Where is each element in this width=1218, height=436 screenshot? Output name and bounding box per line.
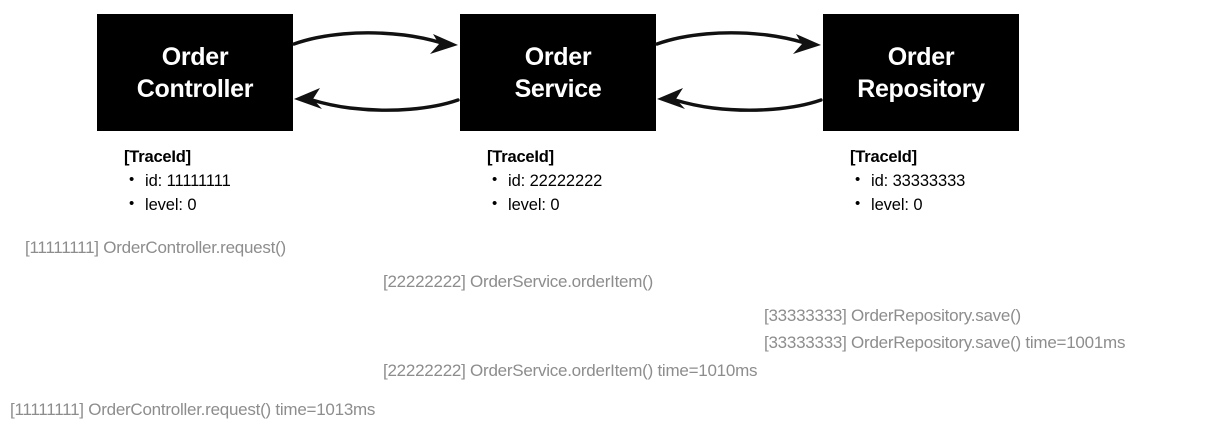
log-line: [33333333] OrderRepository.save() time=1… [764,333,1126,352]
node-order-repository: Order Repository [823,14,1019,131]
trace-title-label: [TraceId] [850,148,917,166]
trace-field-level: level: 0 [850,193,965,217]
arrow-service-to-repository [655,31,807,46]
node-title-line1: Order [887,42,955,71]
node-title-line2: Service [514,74,602,103]
arrow-repository-to-service [673,98,823,112]
node-order-controller: Order Controller [97,14,293,131]
trace-field-level: level: 0 [124,193,231,217]
arrow-pair-service-repository [655,31,823,112]
trace-field-id: id: 33333333 [850,169,965,193]
arrow-controller-to-service [292,31,444,46]
trace-title-label: [TraceId] [124,148,191,166]
arrowhead-right-upper [430,34,458,54]
arrow-service-to-controller [310,98,460,112]
trace-field-list: id: 11111111 level: 0 [124,169,231,217]
trace-field-level: level: 0 [487,193,602,217]
trace-title-label: [TraceId] [487,148,554,166]
node-title-line2: Repository [857,74,985,103]
node-order-service: Order Service [460,14,656,131]
trace-info-order-repository: [TraceId] id: 33333333 level: 0 [850,146,965,217]
trace-info-order-controller: [TraceId] id: 11111111 level: 0 [124,146,231,217]
arrowhead-right-upper [793,34,821,54]
node-title-line2: Controller [136,74,254,103]
arrow-pair-controller-service [292,31,460,112]
log-line: [22222222] OrderService.orderItem() time… [383,361,758,380]
arrowhead-left-lower [294,88,322,109]
node-title-line1: Order [161,42,229,71]
log-line: [22222222] OrderService.orderItem() [383,272,653,291]
log-line: [33333333] OrderRepository.save() [764,306,1021,325]
trace-info-order-service: [TraceId] id: 22222222 level: 0 [487,146,602,217]
node-title-line1: Order [524,42,592,71]
trace-field-list: id: 22222222 level: 0 [487,169,602,217]
log-line: [11111111] OrderController.request() [25,238,286,257]
trace-field-list: id: 33333333 level: 0 [850,169,965,217]
arrowhead-left-lower [657,88,685,109]
trace-field-id: id: 22222222 [487,169,602,193]
log-line: [11111111] OrderController.request() tim… [10,400,376,419]
trace-field-id: id: 11111111 [124,169,231,193]
